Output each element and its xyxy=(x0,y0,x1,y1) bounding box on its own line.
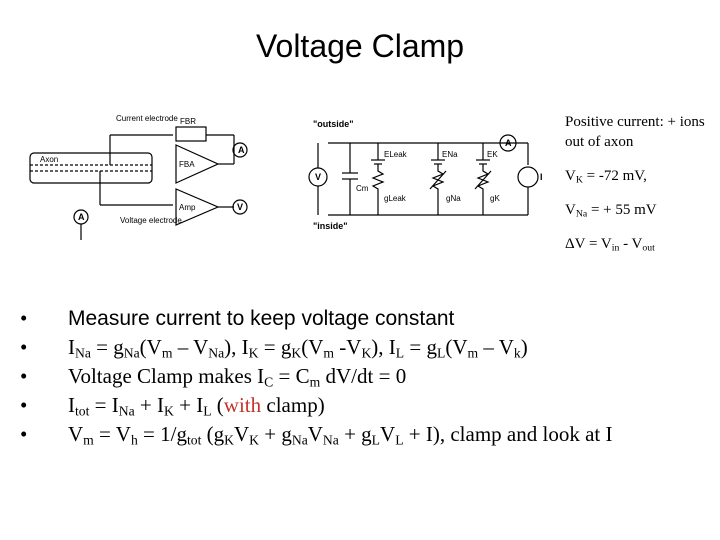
voltage-electrode-label: Voltage electrode xyxy=(120,216,182,225)
membrane-v-label: V xyxy=(315,172,321,182)
membrane-ammeter xyxy=(499,134,517,152)
voltage-clamp-circuit-diagram: Current electrode Axon Voltage electrode… xyxy=(29,114,543,240)
side-notes: Positive current: + ions out of axon VK … xyxy=(565,112,715,268)
bullet-text: Vm = Vh = 1/gtot (gKVK + gNaVNa + gLVL +… xyxy=(68,422,613,448)
bullet-dot: • xyxy=(20,364,28,388)
bullet-dot: • xyxy=(20,306,28,330)
fbr-resistor xyxy=(175,126,207,142)
ek-label: EK xyxy=(487,150,498,159)
gna-label: gNa xyxy=(446,194,461,203)
voltage-meter-left xyxy=(232,199,248,215)
meter-a-label-left: A xyxy=(238,145,245,155)
axon-label: Axon xyxy=(40,155,58,164)
positive-current-note: Positive current: + ions out of axon xyxy=(565,114,705,150)
current-i-label: I xyxy=(540,172,543,182)
membrane-a-label: A xyxy=(505,138,512,148)
meter-v-label-left: V xyxy=(237,202,243,212)
bullet-item-vm: • Vm = Vh = 1/gtot (gKVK + gNaVNa + gLVL… xyxy=(20,420,700,449)
voltage-amplifier xyxy=(175,188,220,226)
bullet-dot: • xyxy=(20,393,28,417)
ammeter-a-label: A xyxy=(78,212,85,222)
bullet-item-measure: • Measure current to keep voltage consta… xyxy=(20,304,700,333)
ena-label: ENa xyxy=(442,150,458,159)
vk-note: VK = -72 mV, xyxy=(565,168,647,186)
amp-label: Amp xyxy=(179,203,196,212)
fba-amplifier xyxy=(175,144,220,184)
bullet-dot: • xyxy=(20,335,28,359)
delta-v-note: ΔV = Vin - Vout xyxy=(565,236,655,254)
current-electrode-label: Current electrode xyxy=(116,114,178,123)
gleak-label: gLeak xyxy=(384,194,407,203)
current-meter xyxy=(232,142,248,158)
fbr-label: FBR xyxy=(180,117,196,126)
inside-label: "inside" xyxy=(313,221,348,231)
bullet-text: Voltage Clamp makes IC = Cm dV/dt = 0 xyxy=(68,364,407,390)
highlight-with: with xyxy=(223,393,262,417)
axon-shape xyxy=(29,152,153,184)
bullet-text: Itot = INa + IK + IL (with clamp) xyxy=(68,393,325,419)
bullet-text: INa = gNa(Vm – VNa), IK = gK(Vm -VK), IL… xyxy=(68,335,528,361)
cm-label: Cm xyxy=(356,184,369,193)
bullet-dot: • xyxy=(20,422,28,446)
bullet-list: • Measure current to keep voltage consta… xyxy=(20,304,700,449)
vna-note: VNa = + 55 mV xyxy=(565,202,657,220)
outside-label: "outside" xyxy=(313,119,354,129)
eleak-label: ELeak xyxy=(384,150,408,159)
fba-label: FBA xyxy=(179,160,195,169)
bullet-text: Measure current to keep voltage constant xyxy=(68,307,455,330)
slide-title: Voltage Clamp xyxy=(255,28,465,64)
gk-label: gK xyxy=(490,194,500,203)
bullet-item-total: • Itot = INa + IK + IL (with clamp) xyxy=(20,391,700,420)
bullet-item-clamp: • Voltage Clamp makes IC = Cm dV/dt = 0 xyxy=(20,362,700,391)
bullet-item-currents: • INa = gNa(Vm – VNa), IK = gK(Vm -VK), … xyxy=(20,333,700,362)
current-source xyxy=(517,166,539,188)
